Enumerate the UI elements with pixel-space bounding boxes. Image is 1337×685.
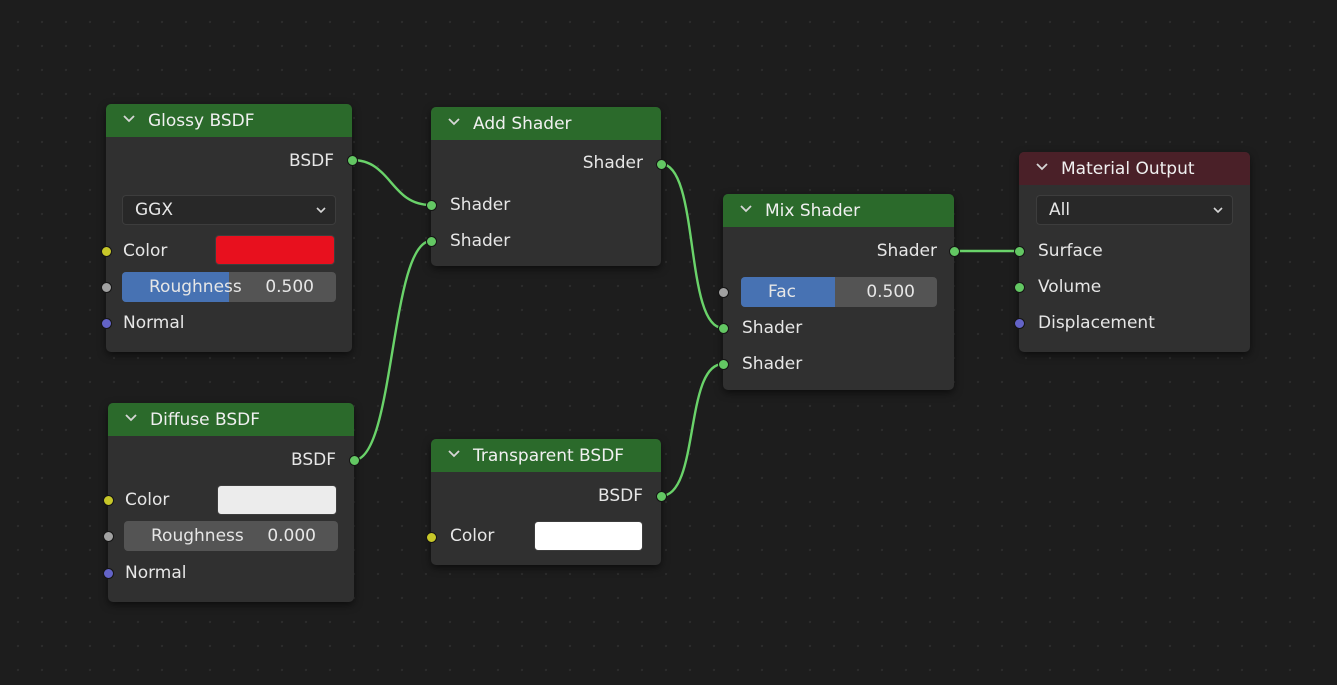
node-title: Mix Shader [765, 200, 861, 221]
fac-label: Fac [768, 282, 796, 302]
chevron-down-icon[interactable] [739, 204, 761, 218]
chevron-down-icon [316, 207, 326, 214]
chevron-down-icon[interactable] [447, 449, 469, 463]
transparent-bsdf-output-socket[interactable] [656, 491, 667, 502]
link-add-shader-to-mix-shader[interactable] [660, 162, 724, 330]
node-header[interactable]: Transparent BSDF [431, 439, 661, 472]
distribution-value: GGX [135, 200, 173, 220]
glossy-color-socket[interactable] [101, 246, 112, 257]
mix-fac-socket[interactable] [718, 287, 729, 298]
target-dropdown[interactable]: All [1036, 195, 1233, 225]
input-label-normal: Normal [123, 313, 185, 333]
node-header[interactable]: Add Shader [431, 107, 661, 140]
transparent-bsdf-node[interactable]: Transparent BSDF BSDF Color [431, 439, 661, 565]
mix-shader-node[interactable]: Mix Shader Shader Fac 0.500 Shader Shade… [723, 194, 954, 390]
node-header[interactable]: Diffuse BSDF [108, 403, 354, 436]
glossy-normal-socket[interactable] [101, 318, 112, 329]
color-swatch[interactable] [217, 485, 337, 515]
output-label-shader: Shader [876, 241, 937, 261]
node-header[interactable]: Glossy BSDF [106, 104, 352, 137]
diffuse-normal-socket[interactable] [103, 568, 114, 579]
output-surface-socket[interactable] [1014, 246, 1025, 257]
output-label-shader: Shader [582, 153, 643, 173]
roughness-slider[interactable]: Roughness 0.000 [124, 521, 338, 551]
input-label-shader: Shader [450, 231, 511, 251]
node-title: Material Output [1061, 158, 1195, 179]
glossy-roughness-socket[interactable] [101, 282, 112, 293]
input-label-surface: Surface [1038, 241, 1103, 261]
roughness-label: Roughness [149, 277, 242, 297]
add-shader-node[interactable]: Add Shader Shader Shader Shader [431, 107, 661, 266]
node-header[interactable]: Material Output [1019, 152, 1250, 185]
node-title: Transparent BSDF [473, 445, 625, 466]
input-label-color: Color [123, 241, 168, 261]
output-label-bsdf: BSDF [597, 486, 643, 506]
chevron-down-icon[interactable] [124, 413, 146, 427]
input-label-shader: Shader [742, 318, 803, 338]
input-label-color: Color [125, 490, 170, 510]
diffuse-bsdf-output-socket[interactable] [349, 455, 360, 466]
node-title: Add Shader [473, 113, 572, 134]
input-label-shader: Shader [742, 354, 803, 374]
roughness-label: Roughness [151, 526, 244, 546]
link-diffuse-to-add-shader[interactable] [353, 239, 432, 462]
roughness-slider[interactable]: Roughness 0.500 [122, 272, 336, 302]
chevron-down-icon[interactable] [122, 114, 144, 128]
fac-value: 0.500 [866, 282, 915, 302]
input-label-volume: Volume [1038, 277, 1102, 297]
add-shader-output-socket[interactable] [656, 159, 667, 170]
fac-fill [741, 277, 836, 307]
mix-shader-input-socket-2[interactable] [718, 359, 729, 370]
output-label-bsdf: BSDF [288, 151, 334, 171]
output-displacement-socket[interactable] [1014, 318, 1025, 329]
node-title: Diffuse BSDF [150, 409, 261, 430]
fac-slider[interactable]: Fac 0.500 [741, 277, 937, 307]
input-label-displacement: Displacement [1038, 313, 1155, 333]
chevron-down-icon[interactable] [447, 117, 469, 131]
link-transparent-to-mix-shader[interactable] [660, 362, 724, 498]
glossy-bsdf-output-socket[interactable] [347, 155, 358, 166]
add-shader-input-socket-2[interactable] [426, 236, 437, 247]
chevron-down-icon [1213, 207, 1223, 214]
mix-shader-input-socket-1[interactable] [718, 323, 729, 334]
roughness-value: 0.500 [265, 277, 314, 297]
glossy-bsdf-node[interactable]: Glossy BSDF BSDF GGX Color Roughness 0.5… [106, 104, 352, 352]
transparent-color-socket[interactable] [426, 532, 437, 543]
color-swatch[interactable] [215, 235, 335, 265]
material-output-node[interactable]: Material Output All Surface Volume Displ… [1019, 152, 1250, 352]
output-volume-socket[interactable] [1014, 282, 1025, 293]
add-shader-input-socket-1[interactable] [426, 200, 437, 211]
roughness-value: 0.000 [267, 526, 316, 546]
input-label-normal: Normal [125, 563, 187, 583]
node-title: Glossy BSDF [148, 110, 255, 131]
target-value: All [1049, 200, 1071, 220]
node-header[interactable]: Mix Shader [723, 194, 954, 227]
diffuse-bsdf-node[interactable]: Diffuse BSDF BSDF Color Roughness 0.000 … [108, 403, 354, 602]
input-label-color: Color [450, 526, 495, 546]
roughness-fill [122, 272, 229, 302]
diffuse-color-socket[interactable] [103, 495, 114, 506]
link-glossy-to-add-shader[interactable] [351, 158, 432, 207]
output-label-bsdf: BSDF [290, 450, 336, 470]
chevron-down-icon[interactable] [1035, 162, 1057, 176]
color-swatch[interactable] [534, 521, 643, 551]
mix-shader-output-socket[interactable] [949, 246, 960, 257]
distribution-dropdown[interactable]: GGX [122, 195, 336, 225]
input-label-shader: Shader [450, 195, 511, 215]
diffuse-roughness-socket[interactable] [103, 531, 114, 542]
